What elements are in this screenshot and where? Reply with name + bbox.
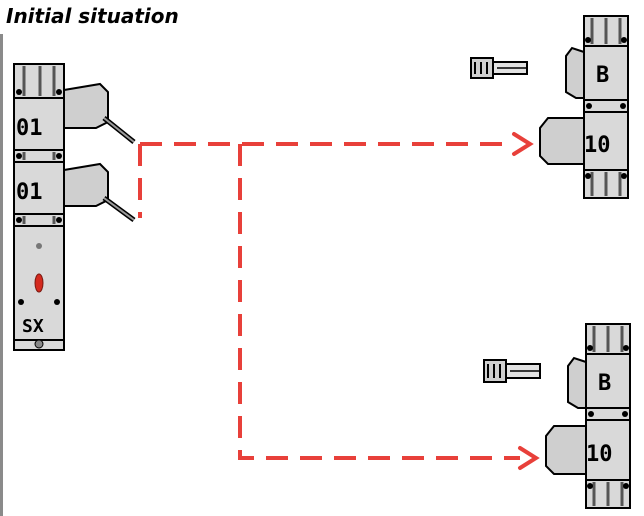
valve-bottom: B 10 <box>483 323 631 509</box>
signal-lines <box>138 142 520 460</box>
base-screw-icon <box>34 339 44 349</box>
indicator-dot-icon <box>36 243 42 249</box>
valve-top: B 10 <box>470 15 629 199</box>
screw-icon <box>623 345 629 351</box>
screw-icon <box>16 89 22 95</box>
manifold: 01 01 <box>13 63 136 351</box>
arrowhead-bottom-icon <box>518 446 540 470</box>
station-2-label: 01 <box>16 180 43 205</box>
manifold-station-1 <box>13 97 65 151</box>
station-1-label: 01 <box>16 116 43 141</box>
screw-icon <box>621 37 627 43</box>
screw-icon <box>54 299 60 305</box>
screw-icon <box>587 483 593 489</box>
cable-connector-1 <box>63 82 109 129</box>
screw-icon <box>56 217 62 223</box>
valve-top-lower-coil <box>539 117 585 165</box>
screw-icon <box>16 217 22 223</box>
cable-1-core <box>103 117 135 143</box>
plug-icon <box>483 359 541 383</box>
valve-bottom-upper-body <box>585 353 631 409</box>
cable-connector-2 <box>63 162 109 207</box>
valve-top-upper-label: B <box>596 63 609 88</box>
page-title: Initial situation <box>6 4 179 28</box>
screw-icon <box>16 153 22 159</box>
valve-bottom-upper-label: B <box>598 371 611 396</box>
screw-icon <box>621 173 627 179</box>
screw-icon <box>622 411 628 417</box>
screw-icon <box>585 37 591 43</box>
status-led-icon <box>34 273 44 293</box>
screw-icon <box>56 89 62 95</box>
screw-icon <box>620 103 626 109</box>
arrowheads <box>512 132 540 470</box>
valve-top-upper-coil <box>565 46 585 99</box>
valve-bottom-lower-coil <box>545 425 587 475</box>
valve-bottom-upper-coil <box>567 356 587 409</box>
line-to-bottom-valve <box>238 144 520 460</box>
module-label: SX <box>22 316 44 337</box>
valve-top-lower-label: 10 <box>584 133 611 158</box>
cable-2-core <box>103 197 135 221</box>
screw-icon <box>585 173 591 179</box>
screw-icon <box>56 153 62 159</box>
screw-icon <box>588 411 594 417</box>
plug-icon <box>470 57 528 79</box>
valve-top-lower-body <box>583 111 629 171</box>
screw-icon <box>587 345 593 351</box>
screw-icon <box>18 299 24 305</box>
screw-icon <box>586 103 592 109</box>
arrowhead-top-icon <box>512 132 534 156</box>
frame-left-border <box>0 34 3 516</box>
screw-icon <box>623 483 629 489</box>
valve-bottom-lower-body <box>585 419 631 481</box>
valve-bottom-lower-label: 10 <box>586 442 613 467</box>
